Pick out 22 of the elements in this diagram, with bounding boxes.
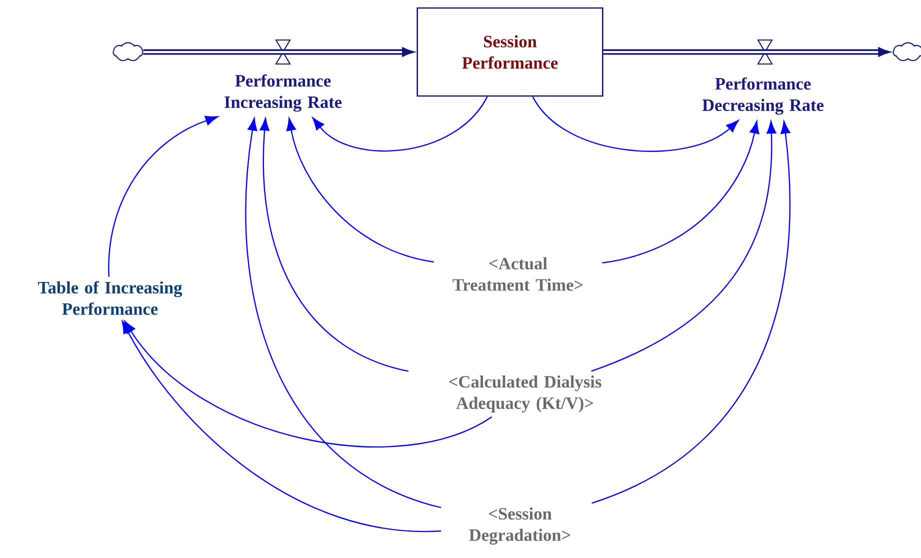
rate-label: Performance Increasing Rate — [224, 74, 342, 112]
shadow-variable-label: <Actual Treatment Time> — [452, 257, 583, 291]
link-arrow — [312, 96, 488, 152]
variable-label: Table of Increasing Performance — [38, 281, 182, 315]
cloud-icon — [892, 42, 921, 62]
flow-pipe — [603, 47, 890, 57]
rate-label: Performance Decreasing Rate — [702, 77, 824, 115]
link-arrow — [245, 118, 442, 508]
link-arrow — [602, 120, 760, 264]
link-arrow — [260, 118, 409, 372]
link-arrow — [122, 320, 442, 532]
cloud-icon — [112, 42, 144, 62]
flow-pipe — [143, 47, 414, 57]
link-arrow — [286, 118, 434, 263]
link-arrow — [532, 96, 739, 152]
shadow-variable-label: <Session Degradation> — [469, 507, 570, 545]
link-arrow — [108, 116, 218, 277]
link-arrow — [124, 320, 492, 448]
link-arrow — [591, 120, 776, 372]
stock-box: Session Performance — [416, 7, 604, 97]
shadow-variable-label: <Calculated Dialysis Adequacy (Kt/V)> — [449, 375, 602, 413]
link-arrow — [592, 120, 790, 504]
